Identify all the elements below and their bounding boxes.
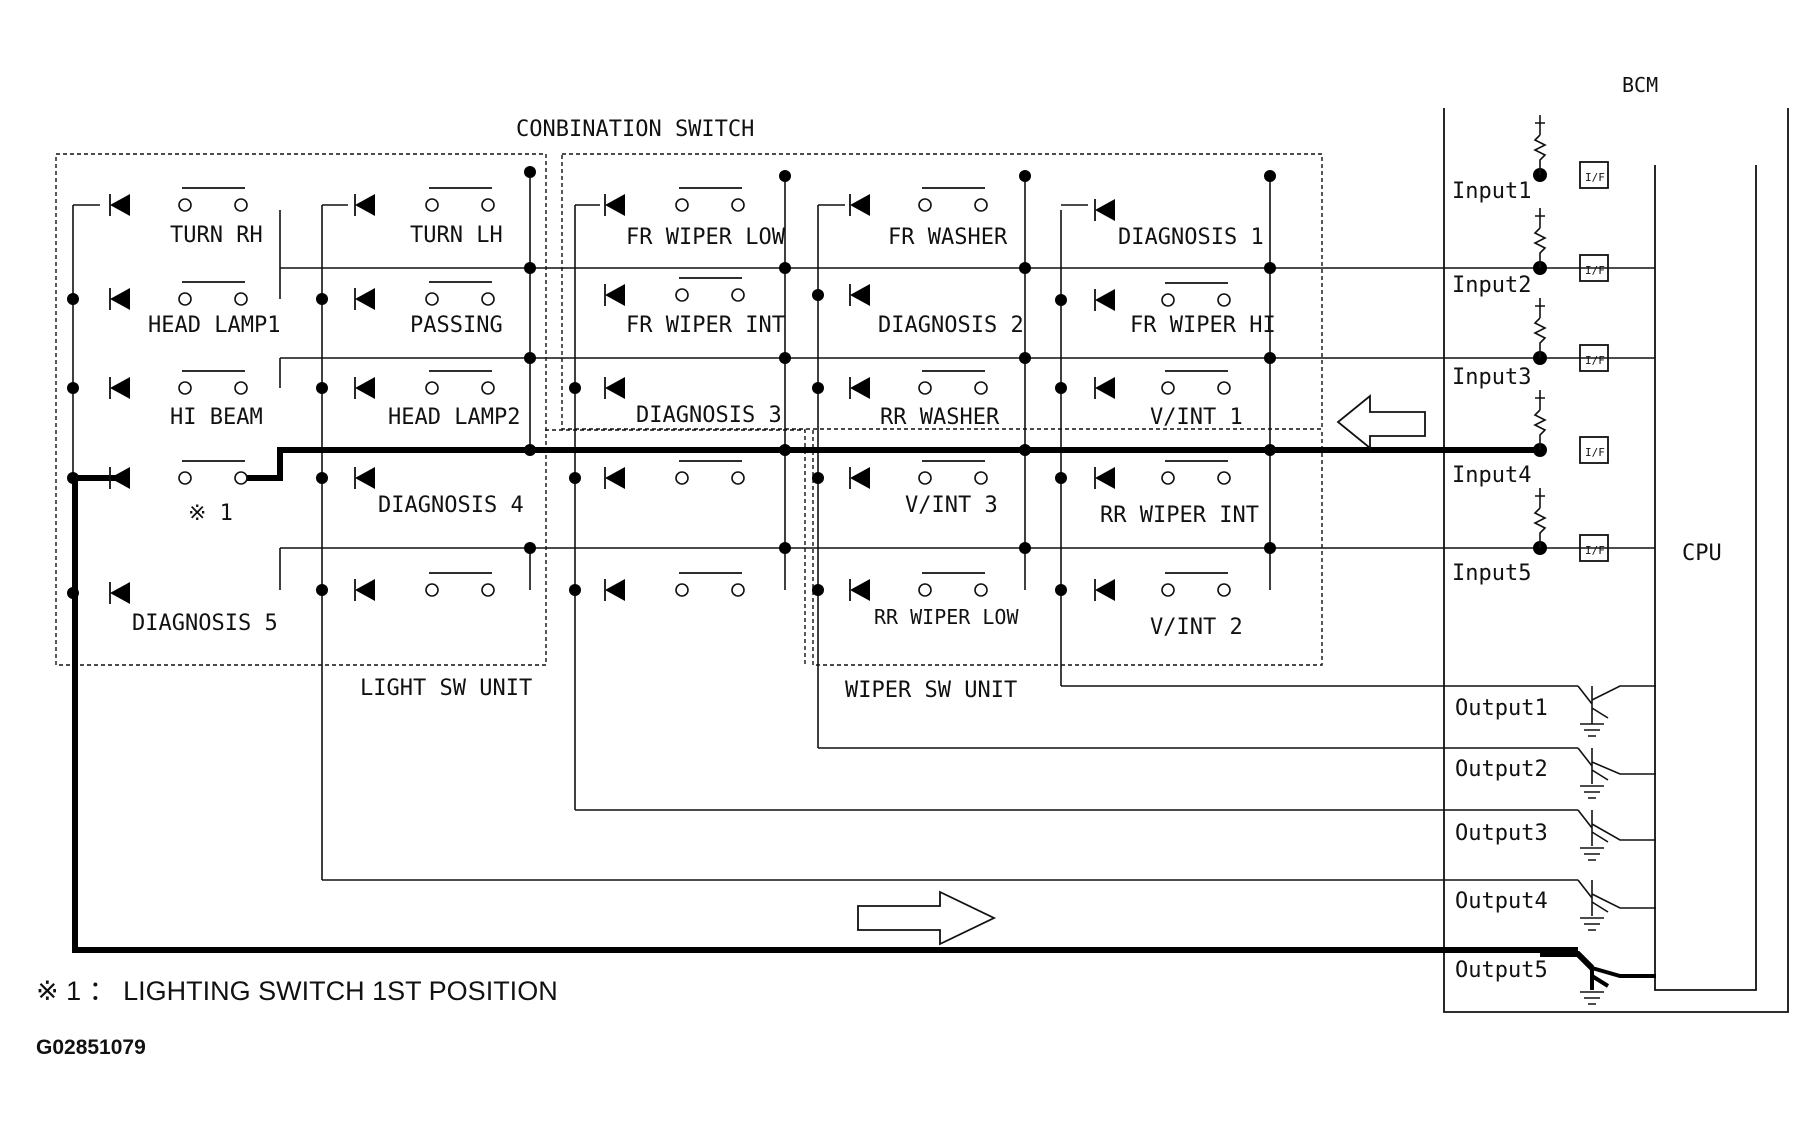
input2-label: Input2	[1452, 273, 1531, 298]
bcm-output-stages	[1577, 685, 1656, 1005]
input5-label: Input5	[1452, 561, 1531, 586]
light-sw-unit-label: LIGHT SW UNIT	[360, 676, 532, 701]
bcm-input-stages	[1533, 115, 1609, 562]
junction-dots	[67, 166, 1547, 599]
label-head-lamp1: HEAD LAMP1	[148, 313, 280, 338]
label-vint3: V/INT 3	[905, 493, 998, 518]
label-turn-rh: TURN RH	[170, 223, 263, 248]
label-hi-beam: HI BEAM	[170, 405, 263, 430]
light-unit-outline	[55, 153, 547, 666]
bcm-frame	[1443, 108, 1789, 1013]
diagram-title: CONBINATION SWITCH	[516, 117, 754, 142]
switch-elements	[109, 187, 1231, 605]
input3-label: Input3	[1452, 365, 1531, 390]
label-passing: PASSING	[410, 313, 503, 338]
if-label-5: I/F	[1585, 544, 1605, 557]
label-rr-wiper-low: RR WIPER LOW	[874, 605, 1019, 629]
bcm-label: BCM	[1622, 73, 1658, 97]
label-diagnosis2: DIAGNOSIS 2	[878, 313, 1024, 338]
label-fr-wiper-int: FR WIPER INT	[626, 313, 785, 338]
label-rr-washer: RR WASHER	[880, 405, 1000, 430]
label-rr-wiper-int: RR WIPER INT	[1100, 503, 1259, 528]
output2-label: Output2	[1455, 757, 1548, 782]
output5-label: Output5	[1455, 958, 1548, 983]
if-label-3: I/F	[1585, 354, 1605, 367]
label-diagnosis1: DIAGNOSIS 1	[1118, 225, 1264, 250]
label-mark1: ※ 1	[188, 501, 233, 526]
figure-code: G02851079	[36, 1036, 146, 1059]
output1-label: Output1	[1455, 696, 1548, 721]
label-fr-wiper-low: FR WIPER LOW	[626, 225, 786, 250]
label-vint2: V/INT 2	[1150, 615, 1243, 640]
arrow-left-icon	[1336, 394, 1426, 450]
label-head-lamp2: HEAD LAMP2	[388, 405, 520, 430]
label-diagnosis3: DIAGNOSIS 3	[636, 403, 782, 428]
arrow-right-icon	[857, 890, 997, 946]
footnote: ※ 1 ： LIGHTING SWITCH 1ST POSITION	[36, 976, 558, 1006]
label-turn-lh: TURN LH	[410, 223, 503, 248]
output3-label: Output3	[1455, 821, 1548, 846]
if-label-2: I/F	[1585, 264, 1605, 277]
label-vint1: V/INT 1	[1150, 405, 1243, 430]
output4-label: Output4	[1455, 889, 1548, 914]
input4-label: Input4	[1452, 463, 1531, 488]
wiper-sw-unit-label: WIPER SW UNIT	[845, 678, 1017, 703]
label-fr-wiper-hi: FR WIPER HI	[1130, 313, 1276, 338]
cpu-label: CPU	[1682, 541, 1722, 566]
input1-label: Input1	[1452, 179, 1531, 204]
cpu-frame	[1654, 165, 1757, 991]
if-label-1: I/F	[1585, 171, 1605, 184]
label-diagnosis5: DIAGNOSIS 5	[132, 611, 278, 636]
label-fr-washer: FR WASHER	[888, 225, 1008, 250]
combination-unit-outline	[561, 153, 1323, 430]
if-label-4: I/F	[1585, 446, 1605, 459]
label-diagnosis4: DIAGNOSIS 4	[378, 493, 524, 518]
